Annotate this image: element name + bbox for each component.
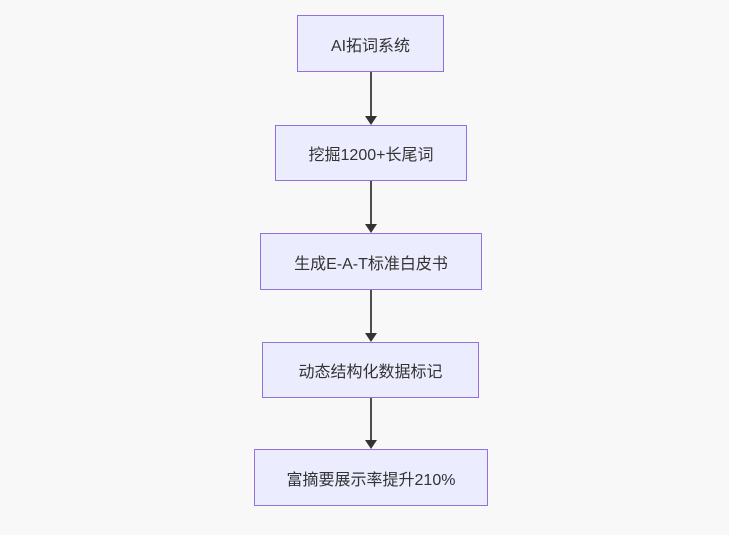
flow-edge-line-3 [370,290,372,333]
arrowhead-down-icon [365,116,377,125]
flow-node-structured-data-markup: 动态结构化数据标记 [262,342,479,398]
flow-edge-line-1 [370,72,372,116]
flow-node-label: 生成E-A-T标准白皮书 [294,255,448,273]
flow-edge-line-2 [370,181,372,224]
flow-node-label: 挖掘1200+长尾词 [308,147,434,164]
flow-node-label: 动态结构化数据标记 [298,364,443,381]
flow-node-eat-whitepaper: 生成E-A-T标准白皮书 [260,233,482,290]
flow-node-label: AI拓词系统 [330,37,411,55]
arrowhead-down-icon [365,333,377,342]
flow-edge-line-4 [370,398,372,440]
arrowhead-down-icon [365,224,377,233]
flow-node-longtail-mining: 挖掘1200+长尾词 [275,125,467,181]
flow-node-rich-snippet-result: 富摘要展示率提升210% [254,449,488,506]
flow-node-ai-word-expansion: AI拓词系统 [297,15,444,72]
arrowhead-down-icon [365,440,377,449]
flow-node-label: 富摘要展示率提升210% [286,471,456,489]
